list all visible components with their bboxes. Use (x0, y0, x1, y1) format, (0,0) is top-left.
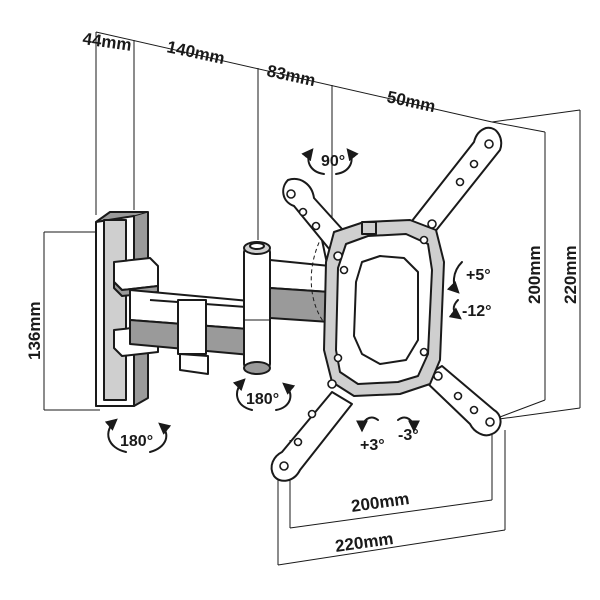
rot-level-plus: +3° (360, 437, 385, 454)
rot-tilt-up: +5° (466, 267, 491, 284)
rot-tilt-down: -12° (462, 303, 492, 320)
dim-200mm-horizontal: 200mm (350, 489, 411, 516)
dim-83mm: 83mm (265, 61, 317, 90)
rot-90: 90° (321, 153, 345, 170)
dim-140mm: 140mm (165, 37, 226, 68)
vesa-plate (270, 126, 503, 482)
arm-segment-1 (129, 289, 263, 375)
rot-180-arm: 180° (246, 391, 279, 408)
rot-level-minus: -3° (398, 427, 419, 444)
dim-220mm-vertical: 220mm (561, 245, 580, 304)
dim-44mm: 44mm (81, 29, 132, 55)
rotation-arcs (104, 96, 463, 453)
dim-50mm: 50mm (385, 87, 437, 116)
rot-180-wall: 180° (120, 433, 153, 450)
dim-136mm: 136mm (25, 301, 44, 360)
arm-segment-2 (269, 259, 331, 323)
dim-200mm-vertical: 200mm (525, 245, 544, 304)
wall-plate (95, 211, 149, 407)
elbow-joint (243, 241, 271, 375)
dim-220mm-horizontal: 220mm (334, 529, 395, 556)
